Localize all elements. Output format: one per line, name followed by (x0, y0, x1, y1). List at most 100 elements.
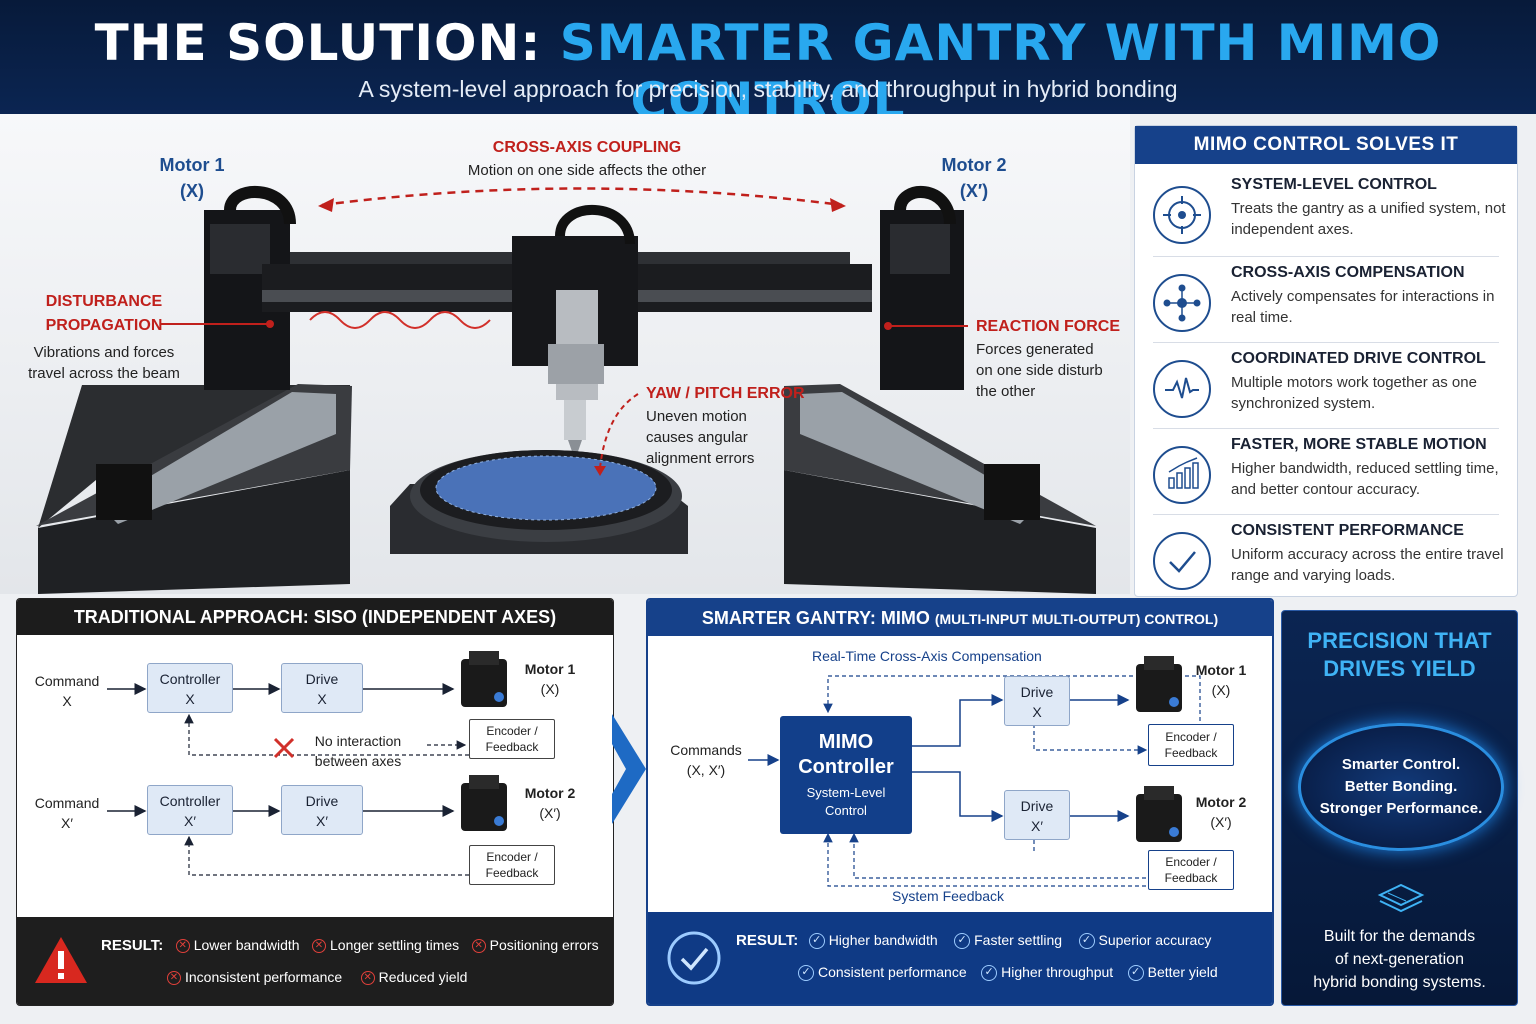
yield-ring-line2: Better Bonding. (1344, 778, 1458, 795)
siso-motor1-line1: Motor 1 (524, 661, 576, 677)
x-circle-icon: ✕ (360, 970, 375, 985)
system-feedback-label: System Feedback (892, 888, 1005, 904)
solution-item: FASTER, MORE STABLE MOTION Higher bandwi… (1135, 434, 1517, 520)
mimo-controller-line1: MIMO (818, 731, 874, 753)
mimo-drive-x-line1: Drive (1020, 684, 1054, 700)
encoder-1-line1: Encoder / (486, 724, 538, 738)
controller-x2-line2: X′ (184, 813, 196, 829)
mimo-drive-x-line2: X (1032, 704, 1042, 720)
chip-stack-icon (1377, 883, 1425, 913)
solution-title: COORDINATED DRIVE CONTROL (1231, 350, 1486, 367)
warning-icon (35, 937, 87, 983)
motor2-label-line2: (X′) (959, 181, 989, 201)
mimo-results-row2: ✓Consistent performance ✓Higher throughp… (798, 964, 1268, 982)
siso-result-bar: RESULT: ✕Lower bandwidth ✕Longer settlin… (17, 917, 613, 1005)
reaction-desc-3: the other (976, 383, 1036, 400)
siso-result-text: Positioning errors (489, 937, 599, 953)
commands-line1: Commands (670, 742, 742, 758)
solutions-panel: MIMO CONTROL SOLVES IT SYSTEM-LEVEL CONT… (1134, 125, 1518, 597)
check-circle-icon (667, 931, 721, 985)
siso-result-text: Lower bandwidth (193, 937, 300, 953)
check-icon: ✓ (1127, 964, 1144, 981)
yield-footer-line1: Built for the demands (1323, 928, 1476, 945)
coupling-title: CROSS-AXIS COUPLING (492, 139, 682, 156)
siso-result-text: Inconsistent performance (185, 969, 343, 985)
siso-motor2-line1: Motor 2 (524, 785, 576, 801)
mimo-header-main: SMARTER GANTRY: MIMO (701, 608, 935, 628)
motor1-label: Motor 1 (X) (142, 152, 242, 204)
motor2-label: Motor 2 (X′) (924, 152, 1024, 204)
yaw-callout: YAW / PITCH ERROR Uneven motion causes a… (646, 382, 816, 469)
gantry-illustration (36, 186, 1096, 594)
page-title: THE SOLUTION: SMARTER GANTRY WITH MIMO C… (0, 14, 1536, 130)
controller-x-line2: X (185, 691, 195, 707)
siso-result-item: ✕Positioning errors (471, 937, 599, 954)
mimo-controller-line3: System-Level (806, 785, 886, 800)
solution-item: SYSTEM-LEVEL CONTROL Treats the gantry a… (1135, 174, 1517, 260)
check-icon: ✓ (808, 932, 825, 949)
mimo-result-text: Higher throughput (1001, 964, 1114, 980)
check-icon: ✓ (954, 932, 971, 949)
siso-motor2-line2: (X′) (539, 805, 561, 821)
mimo-motor1-line1: Motor 1 (1195, 662, 1247, 678)
yaw-desc-1: Uneven motion (646, 408, 747, 425)
command-x2-line2: X′ (61, 815, 73, 831)
mimo-result-label: RESULT: (736, 932, 799, 949)
reaction-desc-1: Forces generated (976, 341, 1094, 358)
mimo-motor2-line2: (X′) (1210, 814, 1232, 830)
mimo-encoder-1-line1: Encoder / (1165, 730, 1217, 744)
mimo-result-text: Faster settling (974, 932, 1063, 948)
yield-ring-text: Smarter Control. Better Bonding. Stronge… (1301, 754, 1501, 820)
yield-title-line1: PRECISION THAT (1307, 628, 1492, 653)
mimo-result-text: Higher bandwidth (828, 932, 938, 948)
encoder-2-line1: Encoder / (486, 850, 538, 864)
disturbance-title-1: DISTURBANCE (45, 293, 163, 310)
yaw-desc-2: causes angular (646, 429, 748, 446)
mimo-motor2-line1: Motor 2 (1195, 794, 1247, 810)
divider (1153, 428, 1499, 429)
rt-compensation-label: Real-Time Cross-Axis Compensation (812, 648, 1042, 664)
yield-footer-line2: of next-generation (1335, 951, 1464, 968)
motor1-label-line2: (X) (180, 181, 204, 201)
yield-ring: Smarter Control. Better Bonding. Stronge… (1298, 723, 1504, 851)
mimo-drive-x2-line1: Drive (1020, 798, 1054, 814)
coupling-desc: Motion on one side affects the other (467, 162, 707, 179)
solution-desc: Uniform accuracy across the entire trave… (1231, 546, 1504, 584)
disturbance-desc-1: Vibrations and forces (33, 344, 175, 361)
disturbance-callout: DISTURBANCE PROPAGATION Vibrations and f… (16, 290, 192, 384)
motor2-label-line1: Motor 2 (941, 155, 1007, 175)
mimo-encoder-2: Encoder /Feedback (1148, 850, 1234, 890)
yield-footer-line3: hybrid bonding systems. (1313, 974, 1486, 991)
yield-ring-line3: Stronger Performance. (1319, 800, 1483, 817)
command-x-line2: X (62, 693, 72, 709)
reaction-callout: REACTION FORCE Forces generated on one s… (976, 315, 1126, 402)
mimo-controller-box: MIMO Controller System-Level Control (780, 716, 912, 834)
mimo-header-small: (MULTI-INPUT MULTI-OUTPUT) CONTROL) (934, 611, 1219, 627)
check-icon: ✓ (1078, 932, 1095, 949)
yield-title: PRECISION THAT DRIVES YIELD (1282, 627, 1517, 683)
mimo-encoder-1: Encoder /Feedback (1148, 724, 1234, 766)
siso-result-label: RESULT: (101, 937, 164, 954)
command-x2-line1: Command (34, 795, 100, 811)
solution-desc: Multiple motors work together as one syn… (1231, 374, 1477, 412)
drive-x-line2: X (317, 691, 327, 707)
mimo-encoder-2-line1: Encoder / (1165, 855, 1217, 869)
drive-x2-line1: Drive (305, 793, 339, 809)
mimo-result-item: ✓Better yield (1127, 964, 1218, 981)
mimo-result-item: ✓Superior accuracy (1078, 932, 1211, 949)
mimo-results-row1: RESULT: ✓Higher bandwidth ✓Faster settli… (736, 932, 1266, 950)
mimo-motor2-label: Motor 2 (X′) (1188, 792, 1254, 832)
mimo-result-item: ✓Higher throughput (981, 964, 1113, 981)
siso-result-item: ✕Lower bandwidth (175, 937, 300, 954)
solutions-header: MIMO CONTROL SOLVES IT (1135, 126, 1517, 164)
mimo-controller-line4: Control (825, 803, 867, 818)
mimo-motor1-label: Motor 1(X) (1188, 660, 1254, 700)
x-circle-icon: ✕ (175, 938, 190, 953)
check-icon: ✓ (798, 964, 814, 981)
x-circle-icon: ✕ (312, 938, 326, 953)
siso-results-row1: RESULT: ✕Lower bandwidth ✕Longer settlin… (101, 937, 611, 955)
